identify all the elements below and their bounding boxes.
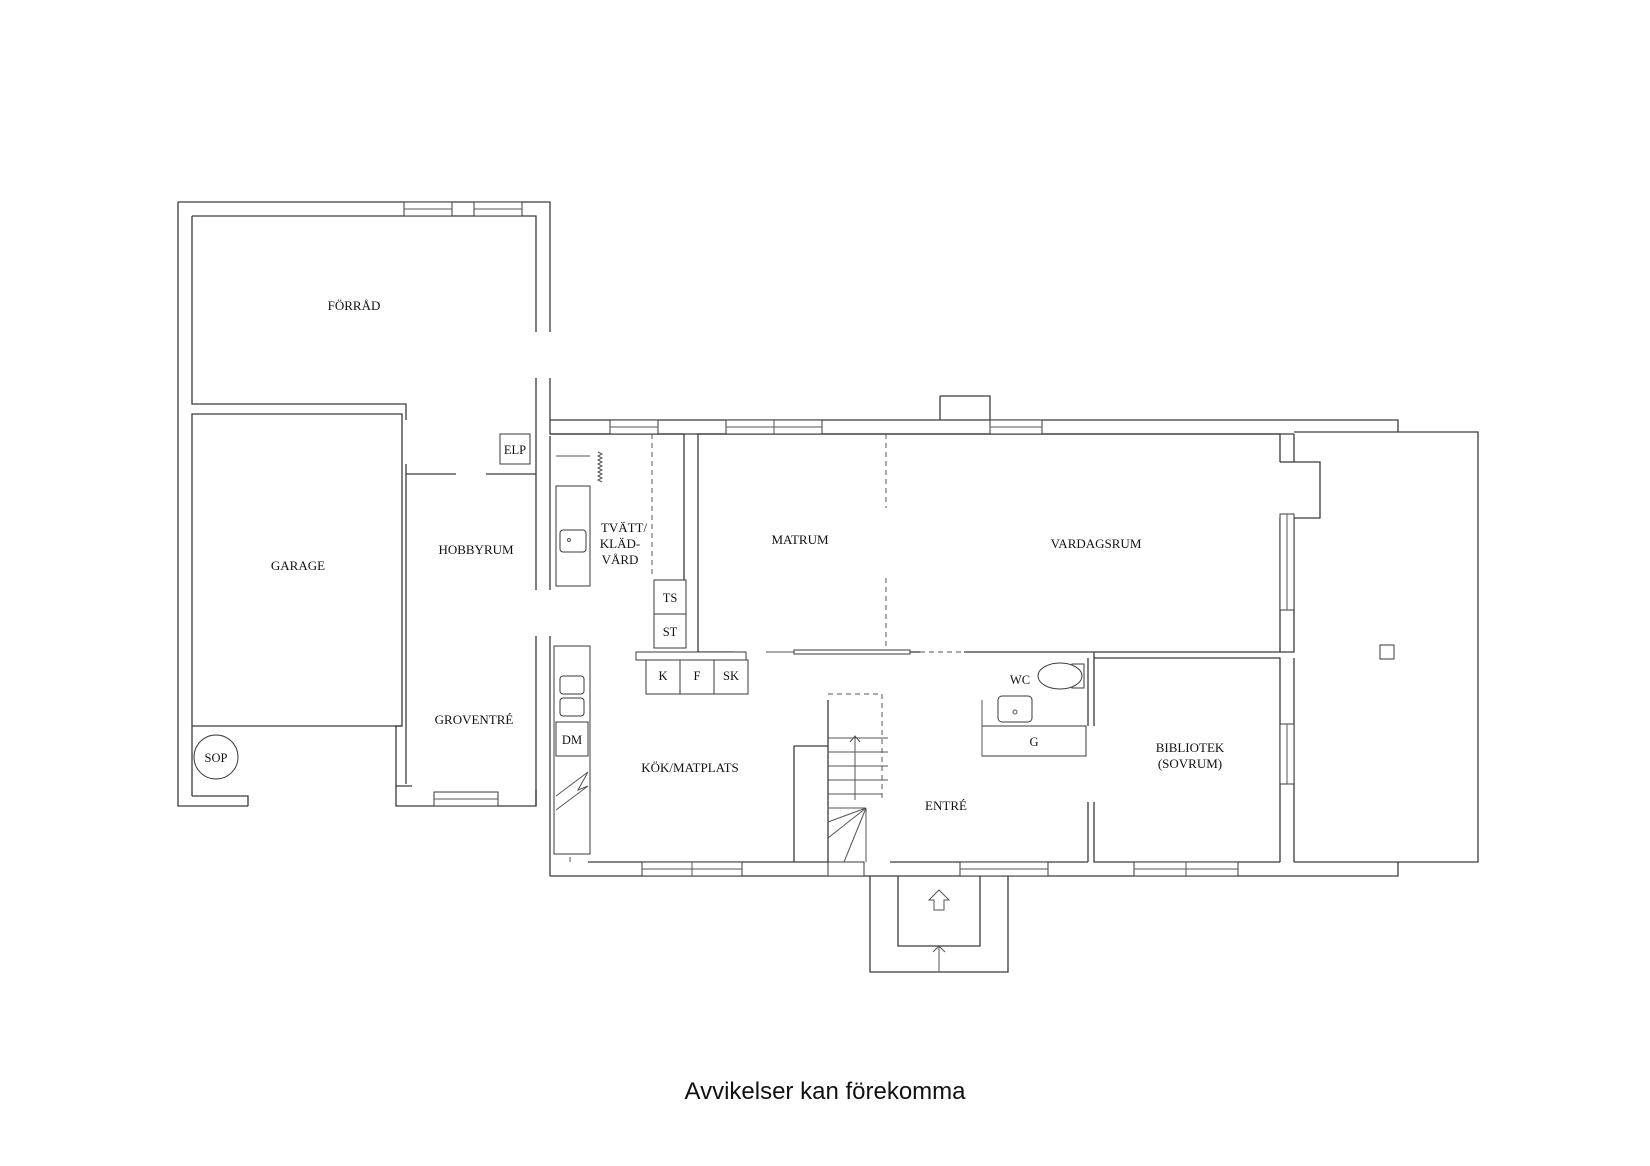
room-labels: FÖRRÅD GARAGE HOBBYRUM GROVENTRÉ TVÄTT/ … [271,298,1225,813]
label-tvatt-2: KLÄD- [600,536,640,551]
dashed-lines [569,434,964,862]
wc-fixtures [981,662,1087,757]
label-sop: SOP [205,751,228,765]
label-kok: KÖK/MATPLATS [641,760,739,775]
label-dm: DM [562,733,582,747]
label-st: ST [663,625,678,639]
label-garage: GARAGE [271,558,325,573]
stove-symbol-icon [555,771,589,811]
main-house-walls [549,395,1479,877]
staircase [827,735,888,863]
fixture-labels: ELP SOP TS ST K F SK DM WC G [205,443,1039,765]
label-vardagsrum: VARDAGSRUM [1051,536,1142,551]
disclaimer-text: Avvikelser kan förekomma [684,1078,966,1105]
kitchen-fixtures [553,645,749,855]
label-hobbyrum: HOBBYRUM [438,542,514,557]
label-sk: SK [723,669,739,683]
label-bibliotek-2: (SOVRUM) [1158,756,1222,771]
label-ts: TS [663,591,678,605]
label-wc: WC [1010,673,1030,687]
entrance-porch [869,876,1009,973]
label-bibliotek-1: BIBLIOTEK [1156,740,1225,755]
laundry-fixtures [555,451,687,649]
west-wing-walls [177,201,1399,876]
label-groventre: GROVENTRÉ [435,712,514,727]
entrance-arrow-icon [927,889,951,911]
label-k: K [658,669,667,683]
misc-fixtures [193,433,1395,780]
label-tvatt-1: TVÄTT/ [601,520,648,535]
label-tvatt-3: VÅRD [602,552,639,567]
label-matrum: MATRUM [771,532,829,547]
label-g: G [1029,735,1038,749]
windows [403,201,1295,877]
label-entre: ENTRÉ [925,798,967,813]
label-f: F [694,669,701,683]
label-forrad: FÖRRÅD [328,298,381,313]
label-elp: ELP [504,443,526,457]
radiator-icon [596,451,604,483]
